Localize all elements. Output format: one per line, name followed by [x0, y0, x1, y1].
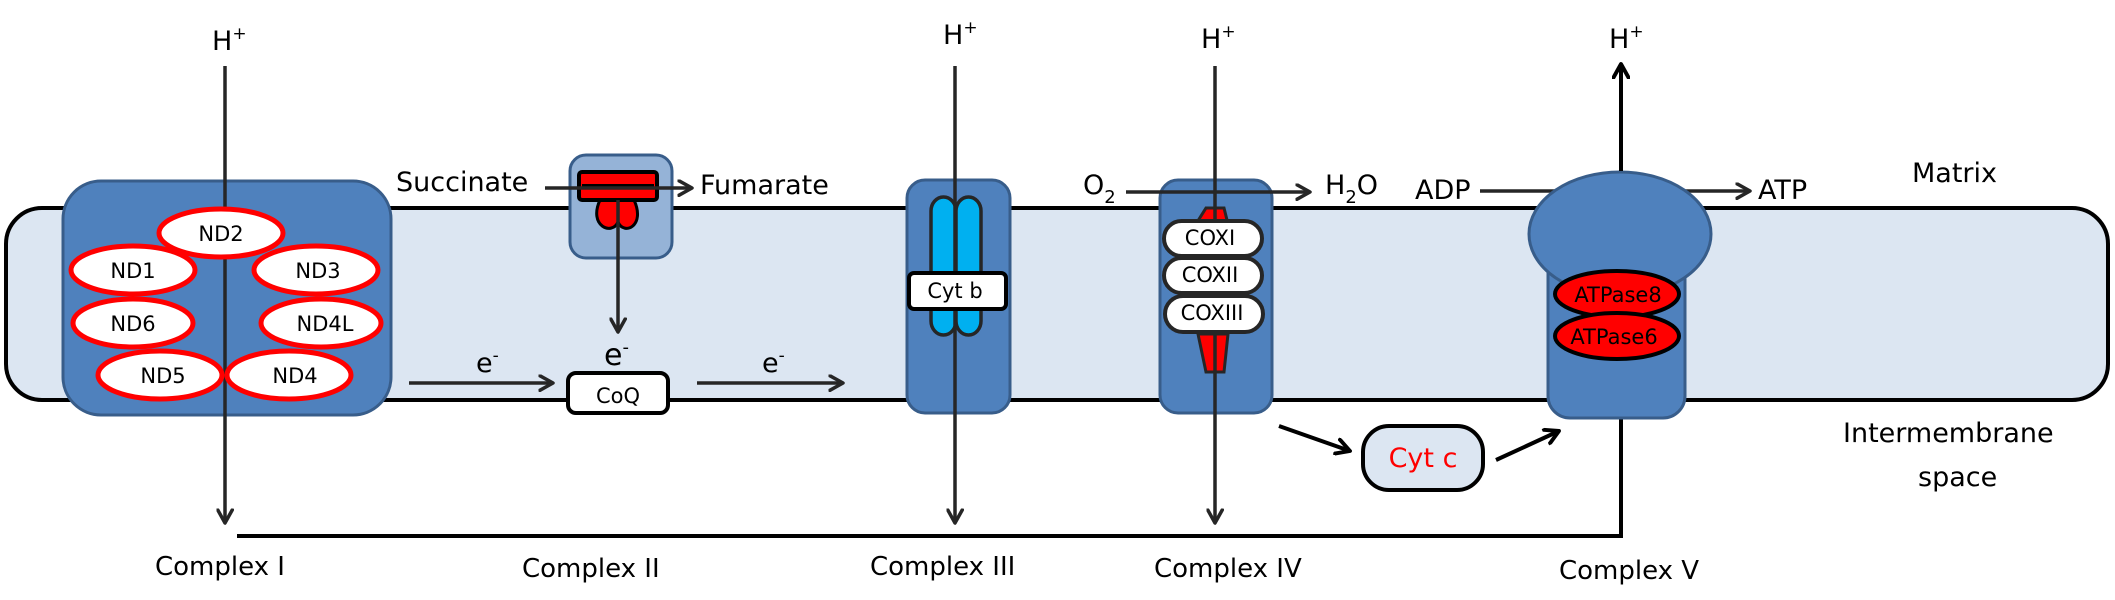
cytb-subunit: Cyt b [907, 271, 1008, 311]
svg-text:Cyt b: Cyt b [927, 279, 982, 303]
svg-text:ATPase6: ATPase6 [1570, 325, 1657, 349]
complex-ii-electron-label: e- [604, 337, 629, 373]
coq-label: CoQ [596, 384, 640, 408]
adp-label: ADP [1415, 175, 1471, 206]
proton-return-line [237, 418, 1623, 538]
coxiii-subunit: COXIII [1163, 294, 1265, 334]
nd3-subunit: ND3 [251, 243, 381, 297]
atpase6-subunit: ATPase6 [1553, 311, 1681, 361]
nd4l-subunit: ND4L [258, 296, 384, 350]
svg-text:COXI: COXI [1185, 226, 1235, 250]
svg-text:COXIII: COXIII [1181, 301, 1244, 325]
coq-carrier: CoQ [566, 371, 670, 415]
complex-i-label: Complex I [155, 552, 285, 582]
electron-label-1: e- [476, 346, 499, 379]
svg-text:ND3: ND3 [295, 259, 340, 283]
water-label: H2O [1325, 170, 1378, 208]
complex-v: ADP ATP H+ ATPase8 ATPase6 Complex V [1415, 22, 1807, 586]
cytb-helix-right [954, 195, 983, 337]
succinate-label: Succinate [396, 167, 528, 198]
svg-text:ATPase8: ATPase8 [1574, 283, 1661, 307]
cytc-in-arrow [1278, 424, 1350, 451]
complex-iv-label: Complex IV [1154, 554, 1302, 584]
complex-iv: H+ O2 H2O COXI COXII COXIII Complex IV [1083, 22, 1378, 584]
intermembrane-label: Intermembrane [1843, 418, 2054, 449]
nd1-subunit: ND1 [68, 243, 198, 297]
complex-i: H+ ND2 ND1 ND3 ND6 ND4L ND5 ND4 Com [61, 24, 393, 582]
nd5-subunit: ND5 [95, 348, 225, 402]
coxii-subunit: COXII [1162, 256, 1264, 295]
svg-text:ND5: ND5 [140, 364, 185, 388]
cytc-carrier: Cyt c [1361, 424, 1485, 492]
svg-text:COXII: COXII [1182, 263, 1239, 287]
intermembrane-space-label: space [1918, 462, 1997, 493]
complex-ii-label: Complex II [522, 554, 660, 584]
complex-iii: H+ Cyt b Complex III [870, 18, 1015, 582]
cytc-out-arrow [1495, 431, 1559, 462]
complex-i-proton-label: H+ [212, 24, 247, 57]
complex-v-proton-label: H+ [1609, 22, 1644, 55]
matrix-label: Matrix [1912, 158, 1997, 189]
complex-iv-proton-label: H+ [1201, 22, 1236, 55]
electron-label-2: e- [762, 346, 785, 379]
svg-text:ND1: ND1 [110, 259, 155, 283]
svg-text:ND6: ND6 [110, 312, 155, 336]
atpase8-subunit: ATPase8 [1553, 269, 1681, 319]
cytb-helix-left [929, 195, 958, 337]
nd4-subunit: ND4 [224, 348, 354, 402]
complex-iii-proton-label: H+ [943, 18, 978, 51]
cytc-label: Cyt c [1389, 443, 1458, 474]
nd2-subunit: ND2 [156, 206, 286, 260]
atp-label: ATP [1758, 175, 1807, 206]
oxygen-label: O2 [1083, 170, 1116, 208]
svg-text:ND4: ND4 [272, 364, 317, 388]
fumarate-label: Fumarate [700, 170, 829, 201]
coxi-subunit: COXI [1162, 219, 1264, 258]
svg-text:ND2: ND2 [198, 222, 243, 246]
complex-v-label: Complex V [1559, 556, 1699, 586]
nd6-subunit: ND6 [70, 296, 196, 350]
svg-text:ND4L: ND4L [297, 312, 354, 336]
complex-ii: Succinate Fumarate e- Complex II [396, 153, 829, 584]
complex-iii-label: Complex III [870, 552, 1015, 582]
